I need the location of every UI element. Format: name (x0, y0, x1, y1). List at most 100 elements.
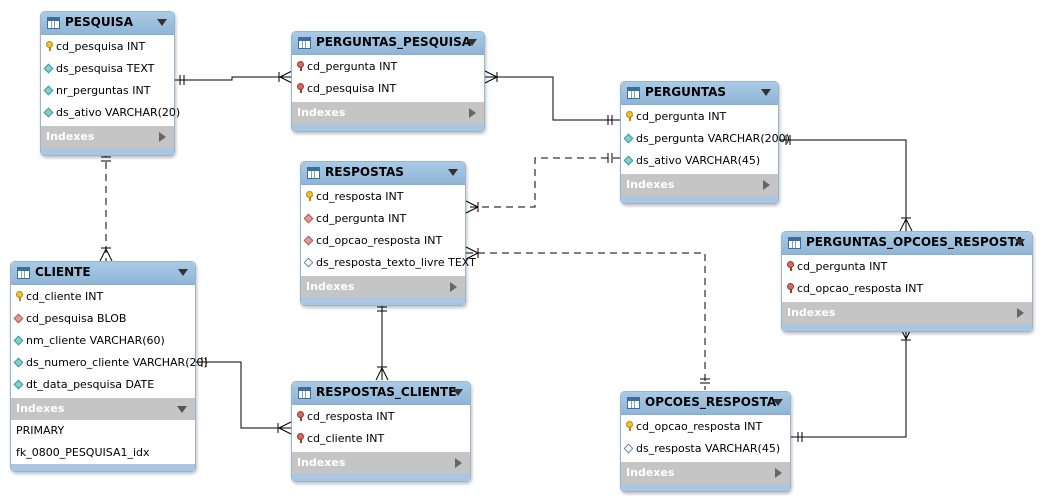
indexes-bar[interactable]: Indexes (41, 126, 174, 148)
column-row[interactable]: cd_resposta INT (301, 186, 465, 208)
link-perguntas-pesquisa-perguntas (485, 76, 620, 121)
column-row[interactable]: cd_pergunta INT (292, 56, 484, 78)
foreign-key-icon (297, 61, 304, 71)
table-icon (307, 167, 320, 179)
table-header[interactable]: OPCOES_RESPOSTA (621, 392, 790, 415)
column-row[interactable]: cd_pergunta INT (621, 106, 778, 128)
collapse-arrow-icon[interactable] (761, 89, 771, 96)
column-label: cd_pesquisa INT (56, 40, 146, 53)
primary-key-icon (16, 291, 23, 301)
column-row[interactable]: cd_cliente INT (292, 428, 470, 450)
collapse-arrow-icon[interactable] (448, 169, 458, 176)
foreign-key-icon (297, 411, 304, 421)
column-row[interactable]: ds_ativo VARCHAR(20) (41, 102, 180, 124)
table-footer (11, 464, 195, 471)
column-row[interactable]: cd_opcao_resposta INT (782, 278, 1032, 300)
column-row[interactable]: cd_opcao_resposta INT (621, 416, 790, 438)
column-label: cd_pesquisa INT (307, 82, 397, 95)
indexes-label: Indexes (626, 466, 675, 479)
expand-arrow-icon[interactable] (775, 468, 782, 478)
column-row[interactable]: nr_perguntas INT (41, 80, 174, 102)
column-row[interactable]: nm_cliente VARCHAR(60) (11, 330, 195, 352)
table-pesquisa[interactable]: PESQUISA cd_pesquisa INT ds_pesquisa TEX… (40, 11, 180, 156)
indexes-bar[interactable]: Indexes (292, 452, 470, 474)
column-label: ds_resposta VARCHAR(45) (636, 442, 781, 455)
table-footer (782, 324, 1032, 331)
table-respostas[interactable]: RESPOSTAS cd_resposta INT cd_pergunta IN… (300, 161, 476, 306)
table-header[interactable]: PERGUNTAS (621, 82, 778, 105)
table-header[interactable]: PESQUISA (41, 12, 174, 35)
table-respostas-cliente[interactable]: RESPOSTAS_CLIENTE cd_resposta INT cd_cli… (291, 381, 471, 482)
indexes-label: Indexes (787, 306, 836, 319)
table-header[interactable]: RESPOSTAS_CLIENTE (292, 382, 470, 405)
column-row[interactable]: cd_cliente INT (11, 286, 195, 308)
link-pesquisa-perguntas-pesquisa (175, 76, 292, 81)
table-header[interactable]: PERGUNTAS_PESQUISA (292, 32, 484, 55)
column-row[interactable]: ds_resposta_texto_livre TEXT (301, 252, 476, 274)
column-row[interactable]: cd_pesquisa BLOB (11, 308, 195, 330)
table-title: RESPOSTAS (325, 165, 404, 179)
column-row[interactable]: cd_pesquisa INT (41, 36, 174, 58)
column-row[interactable]: cd_resposta INT (292, 406, 470, 428)
indexes-bar[interactable]: Indexes (621, 174, 778, 196)
link-perguntas-respostas (466, 157, 620, 208)
column-row[interactable]: ds_resposta VARCHAR(45) (621, 438, 790, 460)
foreign-key-diamond-icon (303, 213, 314, 224)
column-row[interactable]: ds_ativo VARCHAR(45) (621, 150, 778, 172)
primary-key-icon (626, 421, 633, 431)
foreign-key-diamond-icon (303, 235, 314, 246)
foreign-key-icon (787, 283, 794, 293)
table-perguntas-pesquisa[interactable]: PERGUNTAS_PESQUISA cd_pergunta INT cd_pe… (291, 31, 485, 132)
column-row[interactable]: ds_pesquisa TEXT (41, 58, 174, 80)
column-row[interactable]: ds_numero_cliente VARCHAR(20) (11, 352, 208, 374)
collapse-arrow-icon[interactable] (1015, 239, 1025, 246)
indexes-bar[interactable]: Indexes (11, 398, 195, 420)
collapse-arrow-icon[interactable] (177, 406, 187, 413)
column-label: dt_data_pesquisa DATE (26, 378, 155, 391)
collapse-arrow-icon[interactable] (467, 39, 477, 46)
indexes-bar[interactable]: Indexes (621, 462, 790, 484)
table-header[interactable]: CLIENTE (11, 262, 195, 285)
expand-arrow-icon[interactable] (763, 180, 770, 190)
index-row[interactable]: PRIMARY (11, 420, 195, 442)
column-label: cd_pesquisa BLOB (26, 312, 127, 325)
column-label: cd_cliente INT (26, 290, 104, 303)
table-title: PESQUISA (65, 15, 133, 29)
foreign-key-icon (297, 83, 304, 93)
expand-arrow-icon[interactable] (159, 132, 166, 142)
column-label: cd_opcao_resposta INT (636, 420, 763, 433)
table-perguntas[interactable]: PERGUNTAS cd_pergunta INT ds_pergunta VA… (620, 81, 790, 204)
column-row[interactable]: cd_opcao_resposta INT (301, 230, 465, 252)
indexes-bar[interactable]: Indexes (782, 302, 1032, 324)
expand-arrow-icon[interactable] (469, 108, 476, 118)
column-row[interactable]: cd_pergunta INT (301, 208, 465, 230)
table-header[interactable]: RESPOSTAS (301, 162, 465, 185)
indexes-label: Indexes (306, 280, 355, 293)
column-row[interactable]: ds_pergunta VARCHAR(200) (621, 128, 790, 150)
table-opcoes-resposta[interactable]: OPCOES_RESPOSTA cd_opcao_resposta INT ds… (620, 391, 791, 492)
column-label: cd_pergunta INT (316, 212, 407, 225)
column-row[interactable]: cd_pergunta INT (782, 256, 1032, 278)
primary-key-icon (46, 41, 53, 51)
table-icon (17, 267, 30, 279)
collapse-arrow-icon[interactable] (453, 389, 463, 396)
table-title: PERGUNTAS_OPCOES_RESPOSTA (806, 235, 1025, 249)
expand-arrow-icon[interactable] (455, 458, 462, 468)
collapse-arrow-icon[interactable] (178, 269, 188, 276)
column-label: ds_ativo VARCHAR(20) (56, 106, 181, 119)
expand-arrow-icon[interactable] (1017, 308, 1024, 318)
collapse-arrow-icon[interactable] (773, 399, 783, 406)
table-header[interactable]: PERGUNTAS_OPCOES_RESPOSTA (782, 232, 1032, 255)
table-perguntas-opcoes-resposta[interactable]: PERGUNTAS_OPCOES_RESPOSTA cd_pergunta IN… (781, 231, 1033, 332)
collapse-arrow-icon[interactable] (157, 19, 167, 26)
indexes-bar[interactable]: Indexes (301, 276, 465, 298)
column-row[interactable]: cd_pesquisa INT (292, 78, 484, 100)
index-row[interactable]: fk_0800_PESQUISA1_idx (11, 442, 195, 464)
indexes-label: Indexes (626, 178, 675, 191)
indexes-bar[interactable]: Indexes (292, 102, 484, 124)
column-row[interactable]: dt_data_pesquisa DATE (11, 374, 195, 396)
index-label: PRIMARY (16, 424, 65, 437)
table-icon (627, 87, 640, 99)
table-cliente[interactable]: CLIENTE cd_cliente INT cd_pesquisa BLOB … (10, 261, 208, 472)
expand-arrow-icon[interactable] (450, 282, 457, 292)
